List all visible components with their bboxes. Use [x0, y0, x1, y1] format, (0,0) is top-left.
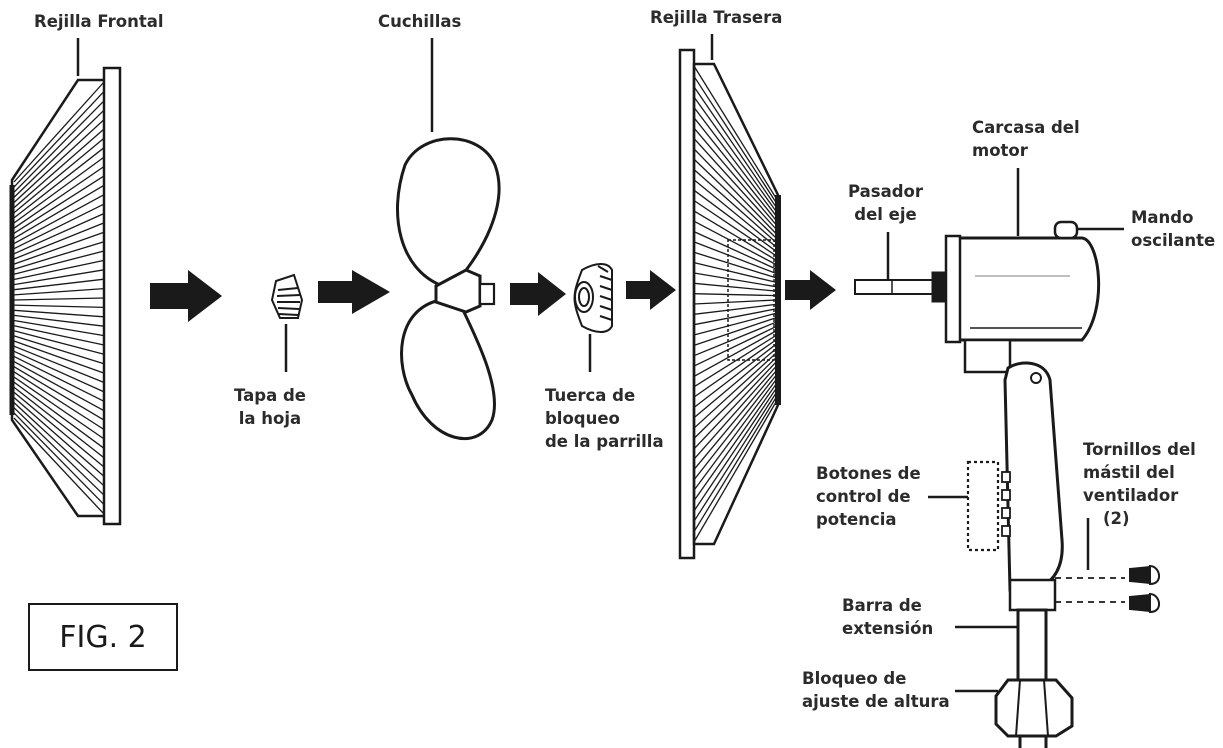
label-front-grille: Rejilla Frontal [34, 12, 164, 31]
label-mast-screws-line2: mástil del [1083, 463, 1175, 482]
label-blade-cap: Tapa de la hoja [234, 384, 306, 430]
arrow-3 [510, 272, 566, 316]
label-mast-screws-line3: ventilador [1083, 486, 1179, 505]
mast-screws [1129, 564, 1160, 614]
arrow-1 [150, 270, 222, 322]
label-grille-lock-nut-line1: Tuerca de [545, 386, 636, 405]
label-motor-housing: Carcasa del motor [972, 116, 1080, 162]
label-blades: Cuchillas [378, 12, 462, 31]
extension-bar [1016, 608, 1048, 682]
rear-grille [678, 48, 781, 560]
label-power-buttons-line1: Botones de [816, 464, 921, 483]
arrow-2 [318, 270, 390, 314]
label-motor-housing-line2: motor [972, 141, 1028, 160]
fan-body [1003, 361, 1064, 592]
label-power-buttons: Botones de control de potencia [816, 462, 921, 531]
label-power-buttons-line3: potencia [816, 510, 897, 529]
label-motor-housing-line1: Carcasa del [972, 118, 1080, 137]
label-axle-pin-line1: Pasador [848, 182, 924, 201]
axle-pin [854, 279, 936, 295]
motor-assembly [854, 220, 1160, 748]
front-grille [9, 66, 122, 526]
front-grille-spokes [13, 81, 105, 515]
label-mast-screws: Tornillos del mástil del ventilador (2) [1083, 438, 1196, 530]
label-oscillation-knob-line2: oscilante [1131, 231, 1216, 250]
label-extension-bar-line2: extensión [842, 619, 934, 638]
label-mast-screws-line4: (2) [1103, 509, 1130, 528]
label-rear-grille: Rejilla Trasera [650, 8, 783, 27]
label-height-lock-line2: ajuste de altura [802, 692, 950, 711]
rear-grille-spokes [693, 65, 777, 543]
arrow-5 [785, 270, 836, 310]
leader-lines [76, 34, 1124, 693]
blade-cap [270, 273, 304, 319]
label-extension-bar-line1: Barra de [842, 596, 922, 615]
label-mast-screws-line1: Tornillos del [1083, 440, 1196, 459]
fan-blades [396, 137, 501, 440]
label-oscillation-knob: Mando oscilante [1131, 206, 1215, 252]
label-power-buttons-line2: control de [816, 487, 911, 506]
label-height-lock-line1: Bloqueo de [802, 669, 907, 688]
motor-housing [950, 236, 1101, 342]
label-grille-lock-nut: Tuerca de bloqueo de la parrilla [545, 384, 664, 453]
label-axle-pin-line2: del eje [854, 205, 917, 224]
label-oscillation-knob-line1: Mando [1131, 208, 1194, 227]
oscillation-knob [1053, 220, 1079, 240]
figure-label: FIG. 2 [28, 603, 178, 671]
height-lock [994, 678, 1074, 738]
label-blade-cap-line1: Tapa de [234, 386, 306, 405]
arrow-4 [626, 270, 676, 310]
label-extension-bar: Barra de extensión [842, 594, 933, 640]
assembly-arrows [150, 270, 836, 322]
grille-lock-nut [573, 263, 613, 333]
label-blade-cap-line2: la hoja [238, 409, 302, 428]
label-height-lock: Bloqueo de ajuste de altura [802, 667, 950, 713]
label-grille-lock-nut-line2: bloqueo [545, 409, 620, 428]
label-grille-lock-nut-line3: de la parrilla [545, 432, 664, 451]
label-axle-pin: Pasador del eje [848, 180, 923, 226]
